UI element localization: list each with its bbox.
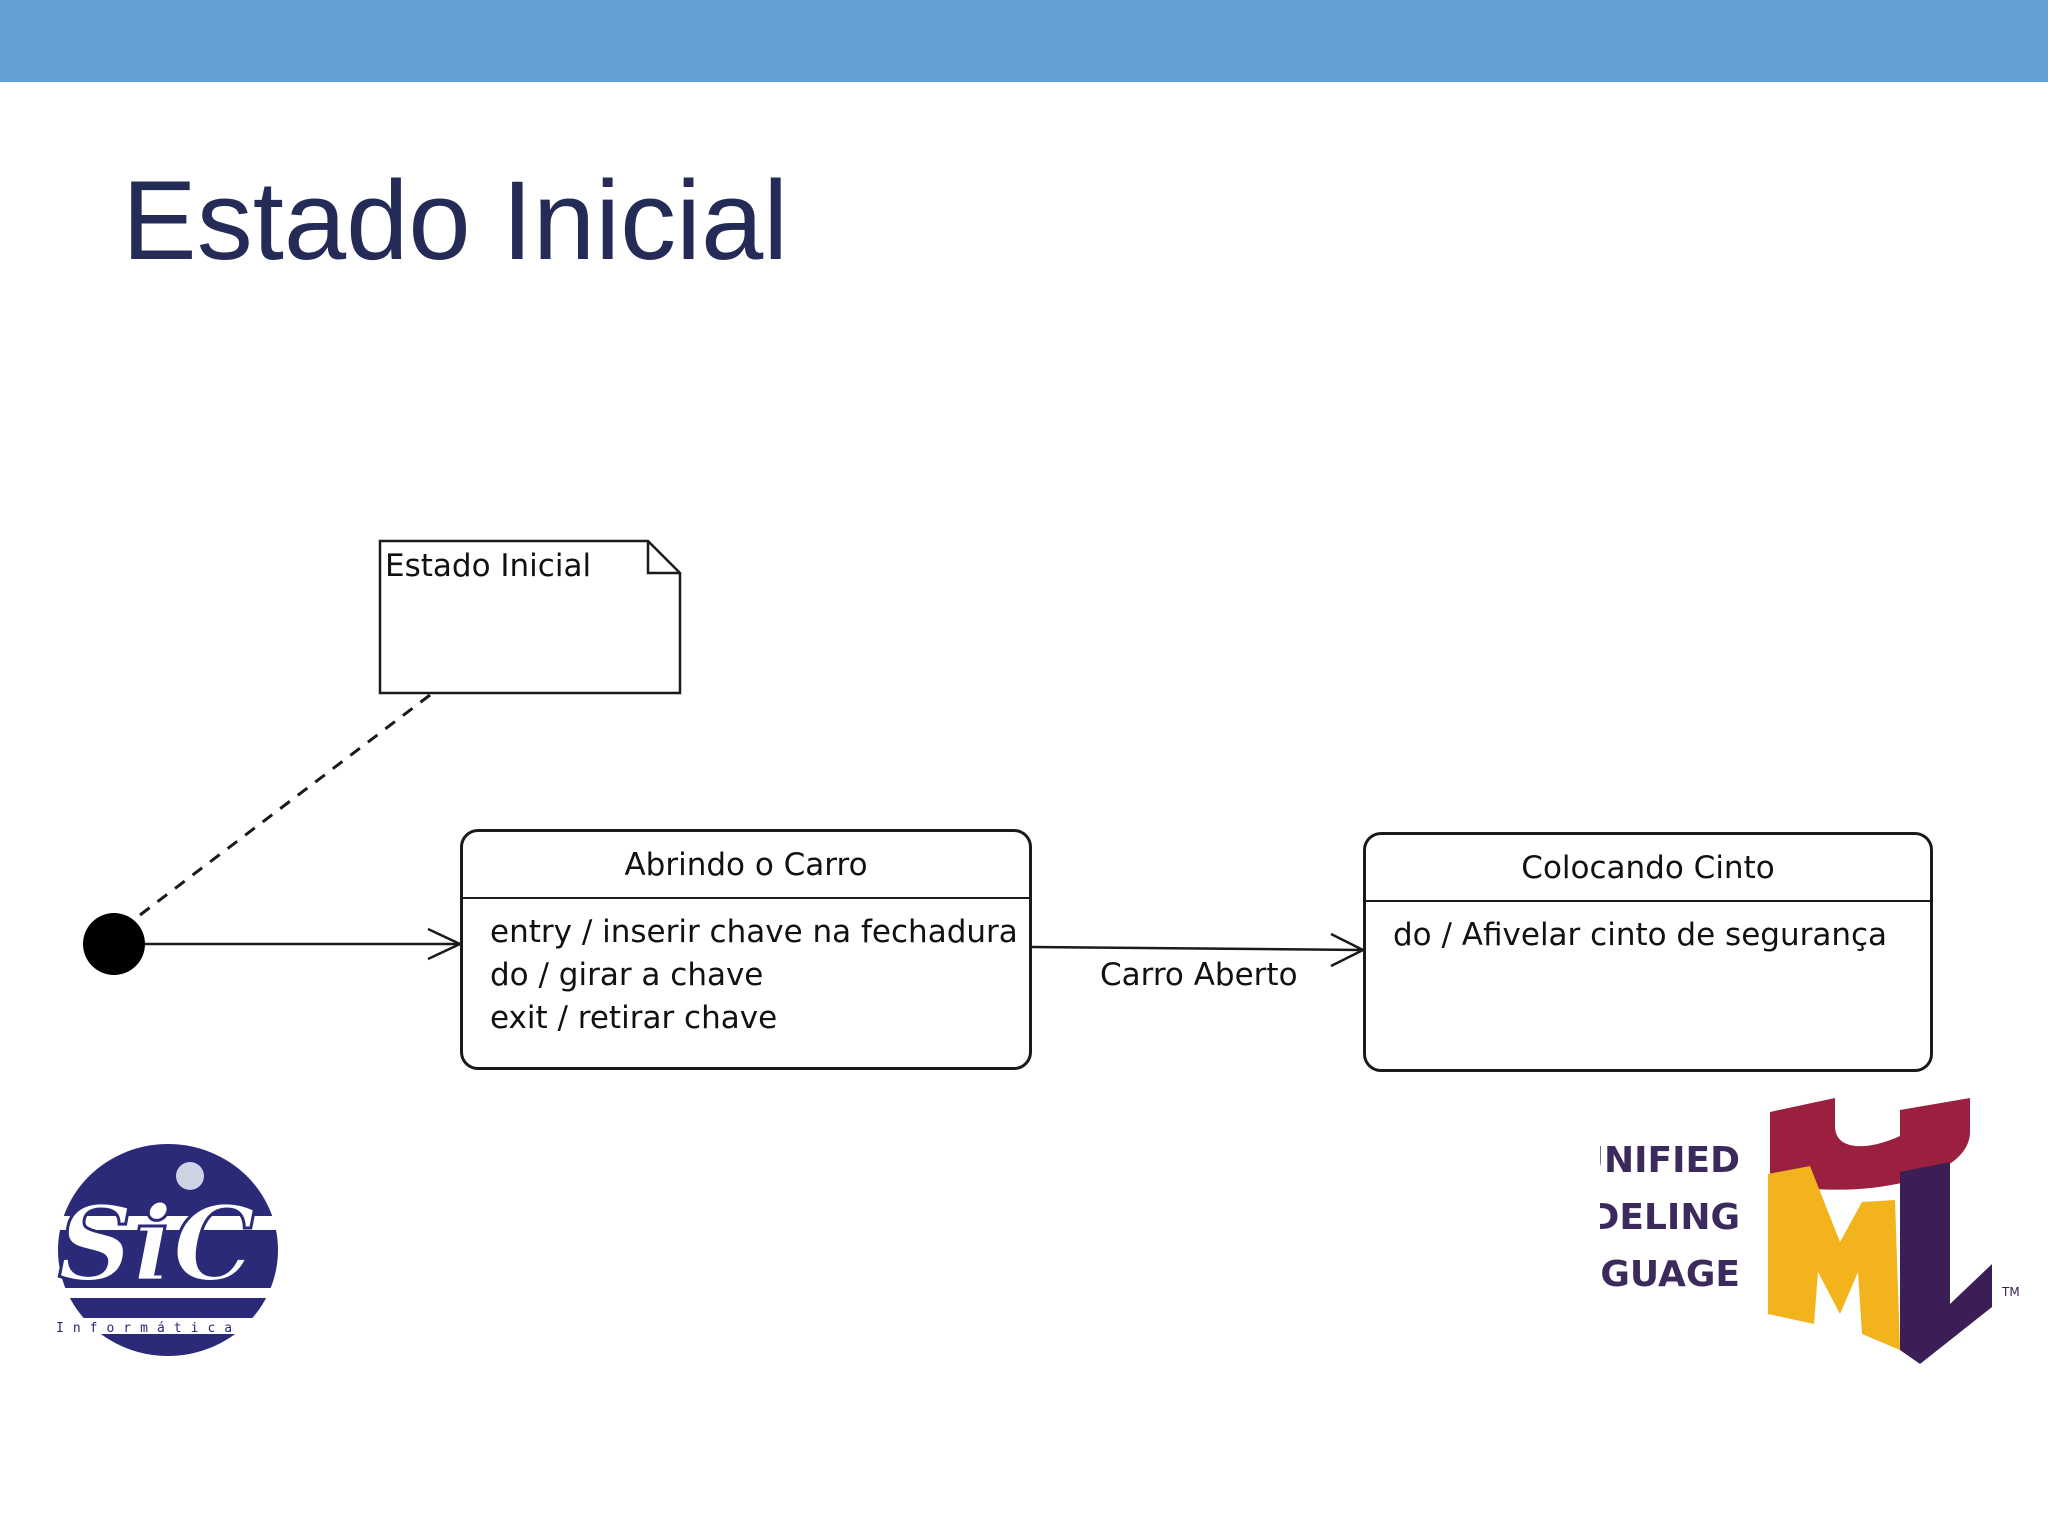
state-colocando-cinto: Colocando Cinto do / Afivelar cinto de s… (1363, 832, 1933, 1072)
activity-entry: entry / inserir chave na fechadura (490, 914, 1018, 950)
uml-line-unified: UNIFIED (1600, 1140, 1740, 1181)
activity-do: do / girar a chave (490, 957, 764, 993)
uml-line-language: LANGUAGE (1600, 1254, 1740, 1295)
activity-exit: exit / retirar chave (490, 1000, 778, 1036)
transition-initial-to-abrindo (145, 927, 463, 961)
note-estado-inicial: Estado Inicial (380, 541, 680, 693)
state-activities: do / Afivelar cinto de segurança (1366, 902, 1930, 957)
initial-state-node (83, 913, 145, 975)
uml-m-shape (1768, 1166, 1900, 1350)
state-abrindo-o-carro: Abrindo o Carro entry / inserir chave na… (460, 829, 1032, 1070)
svg-text:Informática: Informática (56, 1321, 241, 1336)
activity-do: do / Afivelar cinto de segurança (1393, 917, 1888, 953)
uml-logo: UNIFIED MODELING LANGUAGE TM (1600, 1098, 2020, 1364)
note-anchor-line (139, 693, 431, 917)
sic-logo: SiC Informática (50, 1144, 290, 1356)
state-name: Colocando Cinto (1366, 835, 1930, 902)
uml-l-shape (1900, 1162, 1992, 1364)
svg-text:SiC: SiC (58, 1182, 255, 1305)
page-title: Estado Inicial (122, 158, 789, 283)
note-text: Estado Inicial (385, 548, 592, 584)
uml-trademark: TM (2001, 1285, 2020, 1299)
uml-u-shape (1770, 1098, 1970, 1190)
state-name: Abrindo o Carro (463, 832, 1029, 899)
transition-label: Carro Aberto (1100, 957, 1298, 993)
header-bar (0, 0, 2048, 82)
uml-line-modeling: MODELING (1600, 1197, 1740, 1238)
state-activities: entry / inserir chave na fechadura do / … (463, 899, 1029, 1040)
